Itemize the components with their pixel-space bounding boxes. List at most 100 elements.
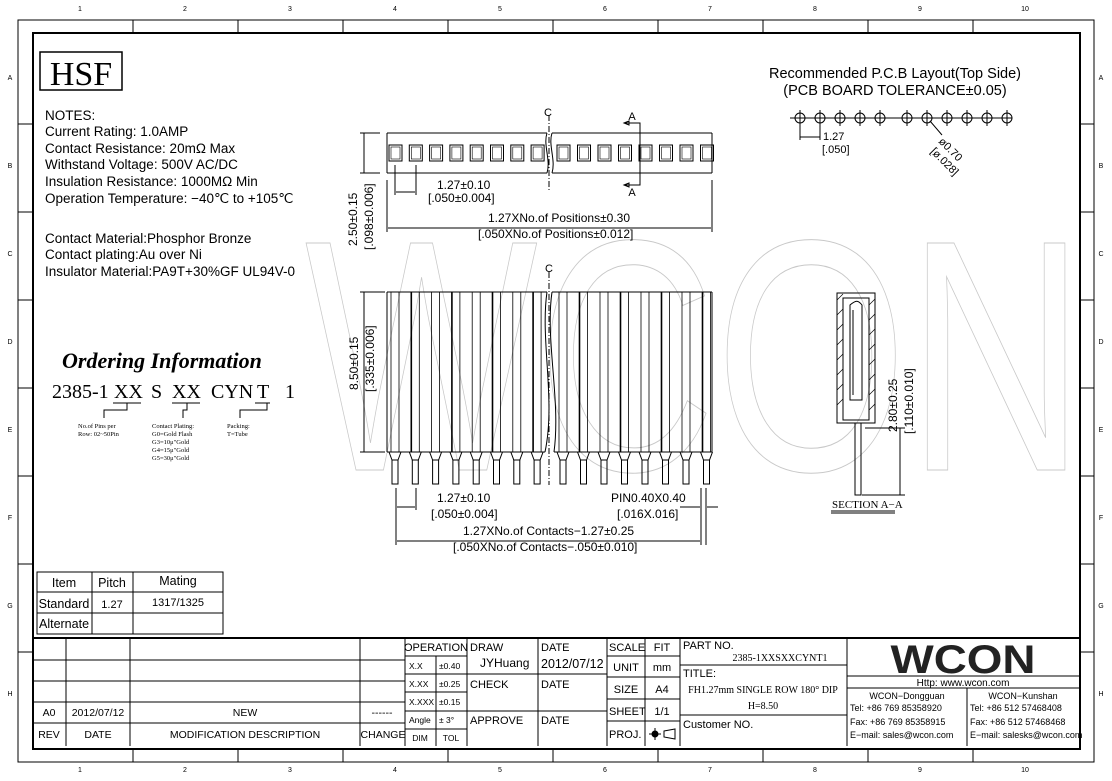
size-label: SIZE [614,684,638,696]
zone-letter: G [7,603,12,610]
code-part: T [257,381,269,403]
material-line: Contact plating:Au over Ni [45,247,202,262]
zone-number: 4 [393,6,397,13]
zone-letter: B [1099,163,1104,170]
code-part: CYN [211,381,253,403]
top-center-mark: C [544,107,552,119]
zone-number: 7 [708,767,712,774]
revision-table: A0 2012/07/12 NEW ------ REV DATE MODIFI… [33,637,1080,746]
pin [641,459,649,485]
pcb-title: Recommended P.C.B Layout(Top Side) [769,66,1021,82]
pcb-tolerance: (PCB BOARD TOLERANCE±0.05) [783,83,1006,99]
title-label: TITLE: [683,668,716,680]
section-mark-top: A [628,111,636,123]
contact-cavity [408,144,423,162]
ordering-title: Ordering Information [62,348,262,373]
kunshan-name: WCON−Kunshan [988,691,1057,701]
proj-label: PROJ. [609,729,641,741]
approve-date-label: DATE [541,715,570,727]
contact-cavity [700,144,714,162]
pins-desc: Row: 02~50Pin [78,431,120,438]
notes: NOTES: Current Rating: 1.0AMP Contact Re… [45,108,295,279]
code-part: 1 [285,381,295,403]
check-label: CHECK [470,679,509,691]
pin-size: PIN0.40X0.40 [611,491,686,505]
front-height: 8.50±0.15 [347,336,361,390]
title-line2: H=8.50 [748,701,778,712]
part-no: 2385-1XXSXXCYNT1 [733,653,828,664]
size-value: A4 [655,684,668,696]
pin [600,459,608,485]
pcb-holes [794,110,1013,126]
contact-cavity-inner [512,146,523,160]
tol-value: ±0.25 [439,679,460,689]
sheet-value: 1/1 [654,706,669,718]
rev-header: CHANGE [361,729,406,741]
contact-cavity [556,144,571,162]
zone-number: 3 [288,767,292,774]
contact-cavity-inner [702,146,712,160]
check-date-label: DATE [541,679,570,691]
item-cell: 1317/1325 [152,597,204,609]
rev-cell: A0 [43,707,56,719]
contact-cavity [577,144,591,162]
pin [411,459,419,485]
zone-letter: E [1099,427,1104,434]
item-table: Item Pitch Mating Standard 1.27 1317/132… [36,571,224,635]
note-line: Current Rating: 1.0AMP [45,124,188,139]
draw-date-value: 2012/07/12 [541,657,604,671]
zone-letter: D [1098,339,1103,346]
contact-cavity [469,144,484,162]
pin [621,459,628,485]
kunshan-tel: Tel: +86 512 57468408 [970,703,1062,713]
zone-letter: A [1099,75,1104,82]
zone-number: 9 [918,6,922,13]
zone-number: 5 [498,767,502,774]
draw-label: DRAW [470,642,504,654]
approve-label: APPROVE [470,715,523,727]
rev-cell: 2012/07/12 [72,707,125,719]
zone-number: 9 [918,767,922,774]
tol-value: ±0.40 [439,661,460,671]
zone-number: 10 [1021,6,1029,13]
tol-footer: DIM [412,733,428,743]
packing-desc: T=Tube [227,431,248,438]
zone-number: 3 [288,6,292,13]
pin [703,459,710,485]
zone-number: 1 [78,767,82,774]
pin [493,459,500,485]
zone-number: 6 [603,6,607,13]
front-span-in: [.050XNo.of Contacts−.050±0.010] [453,540,637,554]
contact-cavity [388,144,403,162]
packing-desc: Packing: [227,423,250,430]
front-center-mark: C [545,263,553,275]
inner-frame [32,32,1081,750]
top-height-in: [.098±0.006] [362,183,376,250]
pin [662,459,669,485]
zone-letter: C [1098,251,1103,258]
pin [472,459,480,485]
zone-letter: B [8,163,13,170]
material-line: Insulator Material:PA9T+30%GF UL94V-0 [45,264,295,279]
zone-letter: A [8,75,13,82]
zone-number: 6 [603,767,607,774]
rev-cell: ------ [372,707,393,719]
plating-desc: Contact Plating: [152,423,194,430]
pin [559,459,567,485]
hsf-logo-box [39,51,123,91]
title-block: DRAW JYHuang DATE 2012/07/12 CHECK DATE … [467,638,848,746]
zone-number: 1 [78,6,82,13]
item-header: Pitch [98,576,126,590]
zone-number: 7 [708,6,712,13]
company-block: WCON Http: www.wcon.com WCON−Dongguan Te… [847,638,1082,746]
zone-number: 8 [813,767,817,774]
tol-value: ±0.15 [439,697,460,707]
customer-no-label: Customer NO. [683,719,753,731]
zone-number: 2 [183,767,187,774]
contact-cavity-inner [532,146,543,160]
code-part: XX [172,381,201,403]
dongguan-name: WCON−Dongguan [869,691,944,701]
item-header: Mating [159,574,197,588]
projection-symbol-icon [649,728,676,740]
